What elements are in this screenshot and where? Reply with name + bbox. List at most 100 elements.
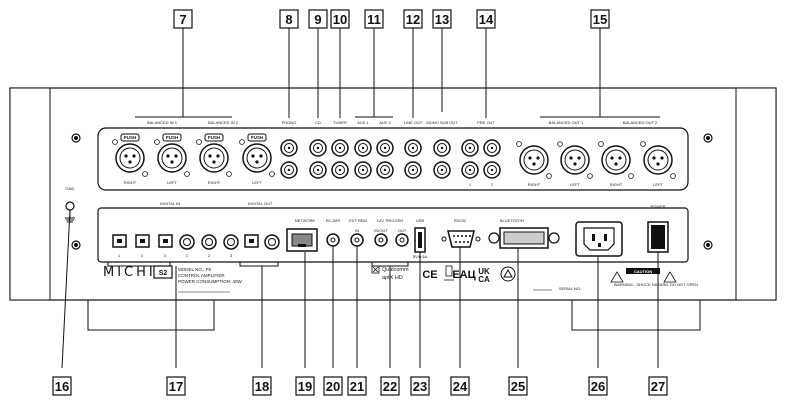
rca-jack-2-l[interactable] [309,139,327,157]
usb-port[interactable] [414,227,426,253]
callout-number: 12 [406,12,420,27]
trigger-in-jack[interactable] [374,233,388,247]
rca-jack-5-r[interactable] [376,161,394,179]
trigger-out-jack[interactable] [395,233,409,247]
callout-10: 10 [330,9,350,29]
rca-jack-1-l[interactable] [280,139,298,157]
optical-in-2[interactable] [135,234,150,248]
xlr-label: LEFT [167,180,177,185]
ukca-mark-uk: UK [478,267,490,276]
rca-jack-6-r[interactable] [404,161,422,179]
callout-20: 20 [323,376,343,396]
callout-number: 16 [55,379,69,394]
label-trigger: 12V TRIGGER [377,218,403,223]
network-port[interactable] [286,228,318,252]
pre-out-num-1: 1 [469,182,472,187]
rca-jack-9-l[interactable] [483,139,501,157]
rca-jack-3-l[interactable] [331,139,349,157]
trigger-out-label: OUT [398,228,407,233]
rca-jack-6-l[interactable] [404,139,422,157]
right-foot [571,300,701,331]
xlr-output-4[interactable]: LEFT [640,141,676,187]
rca-jack-8-r[interactable] [461,161,479,179]
digital-in-num-3: 3 [164,253,167,258]
digital-in-num-5: 2 [208,253,211,258]
rca-jack-5-l[interactable] [376,139,394,157]
callout-number: 19 [298,379,312,394]
callout-18: 18 [252,376,272,396]
callout-number: 14 [479,12,494,27]
label-power: POWER [650,204,665,209]
label-line-out: LINE OUT [404,120,423,125]
callout-26: 26 [588,376,608,396]
xlr-output-1[interactable]: RIGHT [516,141,552,187]
label-pre-out: PRE OUT [477,120,495,125]
aptx-line-2: aptX HD [382,275,403,281]
rca-jack-2-r[interactable] [309,161,327,179]
callout-number: 25 [511,379,525,394]
power-switch[interactable] [647,221,669,253]
optical-out[interactable] [244,234,259,248]
coax-in-2[interactable] [201,234,217,250]
digital-in-num-4: 1 [186,253,189,258]
callout-number: 7 [179,12,186,27]
callout-11: 11 [364,9,384,29]
push-latch[interactable]: PUSH [247,133,267,142]
xlr-label: RIGHT [610,182,623,187]
coax-in-1[interactable] [179,234,195,250]
label-rc5: RC-5/IR [326,218,341,223]
callout-number: 27 [651,379,665,394]
rs232-port[interactable] [441,230,481,248]
push-latch[interactable]: PUSH [204,133,224,142]
callout-number: 21 [350,379,364,394]
optical-in-3[interactable] [158,234,173,248]
do-not-open-text: DO NOT OPEN [670,282,698,287]
rca-jack-3-r[interactable] [331,161,349,179]
xlr-label: LEFT [653,182,663,187]
callout-number: 9 [314,12,321,27]
xlr-label: LEFT [252,180,262,185]
xlr-input-4[interactable]: PUSH LEFT [239,133,275,185]
warning-text: WARNING - SHOCK HAZARD [614,282,669,287]
callout-25: 25 [508,376,528,396]
bluetooth-antenna[interactable] [488,227,560,249]
callout-12: 12 [403,9,423,29]
push-latch[interactable]: PUSH [120,133,140,142]
rca-jack-4-l[interactable] [354,139,372,157]
rca-jack-9-r[interactable] [483,161,501,179]
callout-17: 17 [166,376,186,396]
weee-icon [444,265,454,281]
power-inlet[interactable] [575,221,623,257]
callout-number: 18 [255,379,269,394]
callout-15: 15 [590,9,610,29]
left-foot [87,300,215,331]
rca-jack-4-r[interactable] [354,161,372,179]
coax-out[interactable] [264,234,280,250]
xlr-output-2[interactable]: LEFT [557,141,593,187]
xlr-input-2[interactable]: PUSH LEFT [154,133,190,185]
callout-number: 10 [333,12,347,27]
push-latch[interactable]: PUSH [162,133,182,142]
caution-text: CAUTION [634,269,652,274]
push-label: PUSH [166,135,179,140]
label-balanced-in-1: BALANCED IN 1 [147,120,178,125]
label-aux2: AUX 2 [379,120,391,125]
digital-in-num-1: 1 [118,253,121,258]
callout-7: 7 [173,9,193,29]
rca-jack-7-l[interactable] [433,139,451,157]
optical-in-1[interactable] [112,234,127,248]
callout-21: 21 [347,376,367,396]
rca-jack-1-r[interactable] [280,161,298,179]
rca-jack-7-r[interactable] [433,161,451,179]
label-phono: PHONO [282,120,297,125]
callout-22: 22 [380,376,400,396]
callout-number: 26 [591,379,605,394]
xlr-label: RIGHT [528,182,541,187]
coax-in-3[interactable] [223,234,239,250]
rca-jack-8-l[interactable] [461,139,479,157]
label-digital-out: DIGITAL OUT [248,201,273,206]
xlr-output-3[interactable]: RIGHT [598,141,634,187]
